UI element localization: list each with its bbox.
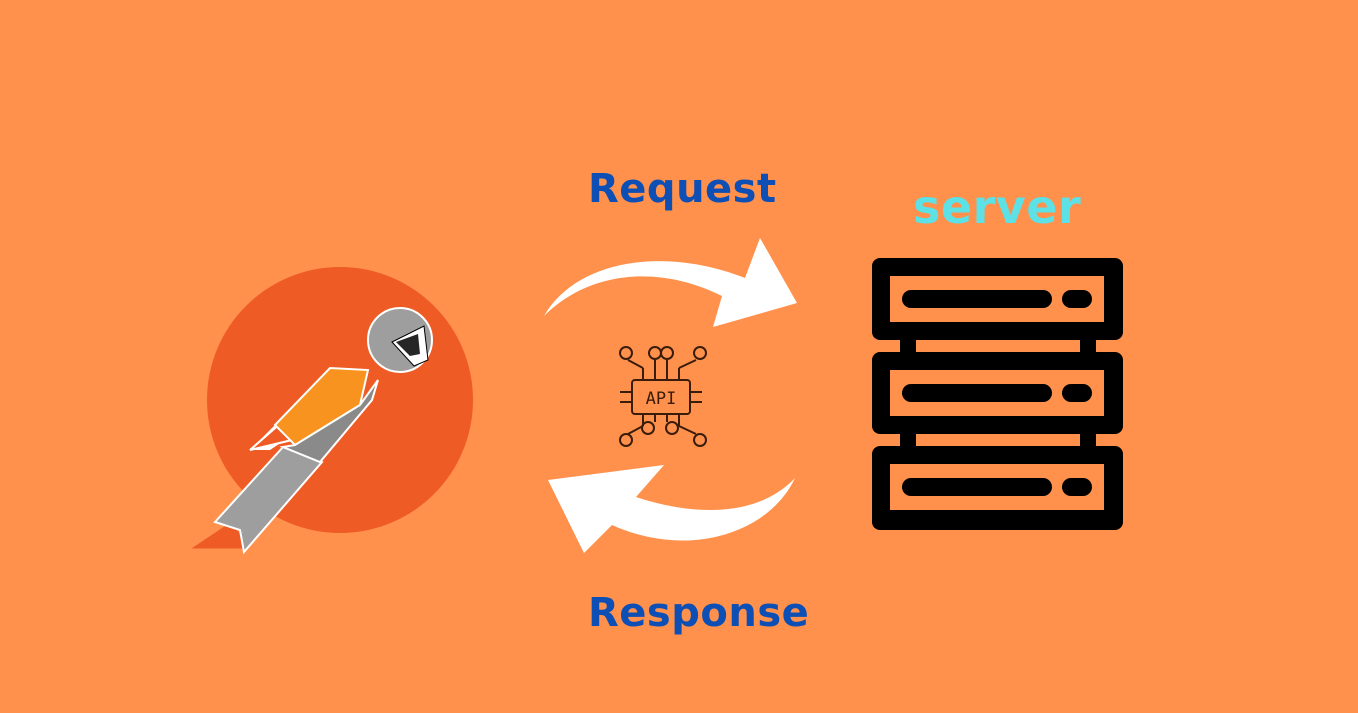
- request-arrow: [544, 238, 797, 327]
- logo-body-stripe: [279, 379, 379, 464]
- api-chip-icon: [619, 346, 707, 447]
- logo-body: [273, 366, 370, 447]
- server-label: server: [913, 180, 1082, 234]
- api-chip-body: [631, 379, 691, 415]
- request-label: Request: [588, 166, 777, 212]
- curved-arrow-left-icon: [548, 465, 795, 553]
- api-chip-text: API: [646, 389, 677, 409]
- server-unit-1: [872, 258, 1123, 340]
- logo-visor-shade: [396, 334, 420, 356]
- response-label: Response: [588, 590, 810, 636]
- response-arrow: [548, 465, 795, 553]
- server-rack-icon: [872, 258, 1123, 530]
- curved-arrow-right-icon: [544, 238, 797, 327]
- server-unit-2: [872, 352, 1123, 434]
- postman-astronaut-logo-icon: [191, 267, 473, 555]
- server-unit-3: [872, 446, 1123, 530]
